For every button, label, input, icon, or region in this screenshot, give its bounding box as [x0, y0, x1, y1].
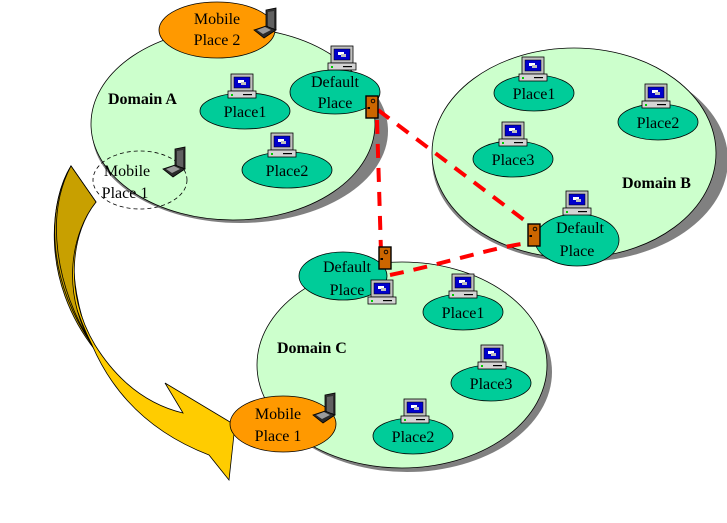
- domain-a-default-place-label-2: Place: [318, 95, 353, 112]
- mobile-place-1-departed-label-2: Place 1: [102, 185, 149, 202]
- domain-b-place1-label: Place1: [513, 86, 556, 103]
- domain-b-default-place-label-1: Default: [556, 220, 605, 237]
- computer-icon: [518, 56, 548, 82]
- links: [375, 108, 530, 277]
- computer-icon: [562, 190, 592, 216]
- domain-a-contents: Mobile Place 2 Domain A Place1 Place2 De…: [92, 1, 381, 210]
- computer-icon: [448, 273, 478, 299]
- domain-c-place1-label: Place1: [442, 305, 485, 322]
- domain-c-place3-label: Place3: [470, 376, 513, 393]
- computer-icon: [267, 132, 297, 158]
- domain-c-contents: Default Place Place1 Domain C Place3 Pla…: [229, 246, 532, 455]
- domain-c-default-place-label-1: Default: [323, 259, 372, 276]
- domain-b-place2-label: Place2: [637, 115, 680, 132]
- mobile-place-1-departed-label-1: Mobile: [104, 163, 150, 180]
- domain-c-default-place-label-2: Place: [330, 282, 365, 299]
- computer-icon: [327, 45, 357, 71]
- domain-a-place2-label: Place2: [266, 163, 309, 180]
- link-a-b: [376, 108, 530, 225]
- door-icon[interactable]: [378, 246, 392, 270]
- door-icon[interactable]: [527, 223, 541, 247]
- domain-b-contents: Place1 Place2 Place3 Domain B Default Pl…: [472, 56, 699, 267]
- domain-b-place3-label: Place3: [492, 152, 535, 169]
- domain-b-default-place-label-2: Place: [560, 243, 595, 260]
- computer-icon: [477, 344, 507, 370]
- mobile-place-1-arrived[interactable]: [229, 395, 337, 453]
- computer-icon: [400, 398, 430, 424]
- domain-b-label: Domain B: [622, 175, 691, 192]
- link-c-b: [389, 241, 529, 277]
- computer-icon: [367, 279, 397, 305]
- computer-icon: [227, 73, 257, 99]
- domain-c-default-place[interactable]: [298, 251, 388, 301]
- mobile-place-1-arrived-label-2: Place 1: [255, 428, 302, 445]
- mobile-place-2-label-2: Place 2: [194, 32, 241, 49]
- door-icon[interactable]: [365, 95, 379, 119]
- mobile-place-1-arrived-label-1: Mobile: [255, 406, 301, 423]
- computer-icon: [641, 83, 671, 109]
- domain-a-default-place-label-1: Default: [311, 74, 360, 91]
- computer-icon: [498, 121, 528, 147]
- mobile-place-2-label-1: Mobile: [194, 11, 240, 28]
- domain-a-place1-label: Place1: [224, 104, 267, 121]
- domain-c-label: Domain C: [277, 340, 347, 357]
- migration-arrow: [53, 165, 236, 482]
- domain-a-label: Domain A: [108, 91, 177, 108]
- domain-c-place2-label: Place2: [392, 429, 435, 446]
- mobile-place-1-departed: [92, 150, 188, 210]
